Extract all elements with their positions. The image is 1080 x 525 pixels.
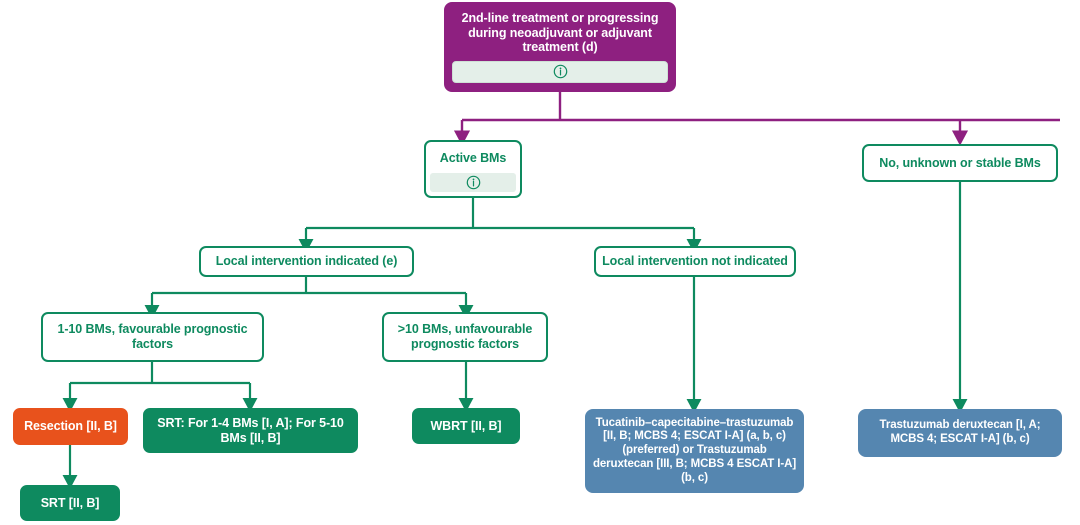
- edge-localindicated-split: [144, 276, 474, 320]
- node-srt-multiple-label: SRT: For 1-4 BMs [I, A]; For 5-10 BMs [I…: [157, 415, 344, 445]
- node-root-info-bar[interactable]: [452, 60, 668, 83]
- node-local-intervention-not-indicated[interactable]: Local intervention not indicated: [594, 246, 796, 277]
- info-icon: [553, 65, 567, 79]
- node-resection[interactable]: Resection [II, B]: [13, 408, 128, 445]
- edge-bms110-split: [62, 362, 258, 413]
- node-bms-over-10-unfavourable-label: >10 BMs, unfavourable prognostic factors: [397, 322, 533, 351]
- node-no-unknown-stable-bms-label: No, unknown or stable BMs: [879, 155, 1041, 170]
- node-srt-after-resection-label: SRT [II, B]: [40, 495, 100, 510]
- node-root-label: 2nd-line treatment or progressing during…: [461, 11, 659, 55]
- node-bms-over-10-unfavourable[interactable]: >10 BMs, unfavourable prognostic factors: [382, 312, 548, 362]
- node-systemic-stable-bms[interactable]: Trastuzumab deruxtecan [I, A; MCBS 4; ES…: [858, 409, 1062, 457]
- node-local-intervention-indicated[interactable]: Local intervention indicated (e): [199, 246, 414, 277]
- node-systemic-stable-bms-label: Trastuzumab deruxtecan [I, A; MCBS 4; ES…: [879, 419, 1041, 445]
- node-resection-label: Resection [II, B]: [24, 419, 117, 434]
- node-local-intervention-not-indicated-label: Local intervention not indicated: [602, 254, 788, 269]
- node-active-bms[interactable]: Active BMs: [424, 140, 522, 198]
- node-active-bms-label: Active BMs: [439, 151, 507, 165]
- node-systemic-active-bms[interactable]: Tucatinib–capecitabine–trastuzumab [II, …: [585, 409, 804, 493]
- edge-root-split: [453, 92, 1060, 146]
- node-bms-1-10-favourable[interactable]: 1-10 BMs, favourable prognostic factors: [41, 312, 264, 362]
- node-active-bms-info-bar[interactable]: [430, 172, 516, 192]
- info-icon: [466, 175, 480, 190]
- edge-activebms-split: [298, 198, 702, 254]
- node-bms-1-10-favourable-label: 1-10 BMs, favourable prognostic factors: [57, 322, 248, 351]
- node-no-unknown-stable-bms[interactable]: No, unknown or stable BMs: [862, 144, 1058, 182]
- node-srt-after-resection[interactable]: SRT [II, B]: [20, 485, 120, 521]
- node-systemic-active-bms-label: Tucatinib–capecitabine–trastuzumab [II, …: [592, 416, 797, 484]
- node-wbrt-label: WBRT [II, B]: [430, 418, 502, 433]
- node-root[interactable]: 2nd-line treatment or progressing during…: [444, 2, 676, 92]
- node-wbrt[interactable]: WBRT [II, B]: [412, 408, 520, 444]
- node-local-intervention-indicated-label: Local intervention indicated (e): [215, 254, 398, 269]
- node-srt-multiple[interactable]: SRT: For 1-4 BMs [I, A]; For 5-10 BMs [I…: [143, 408, 358, 453]
